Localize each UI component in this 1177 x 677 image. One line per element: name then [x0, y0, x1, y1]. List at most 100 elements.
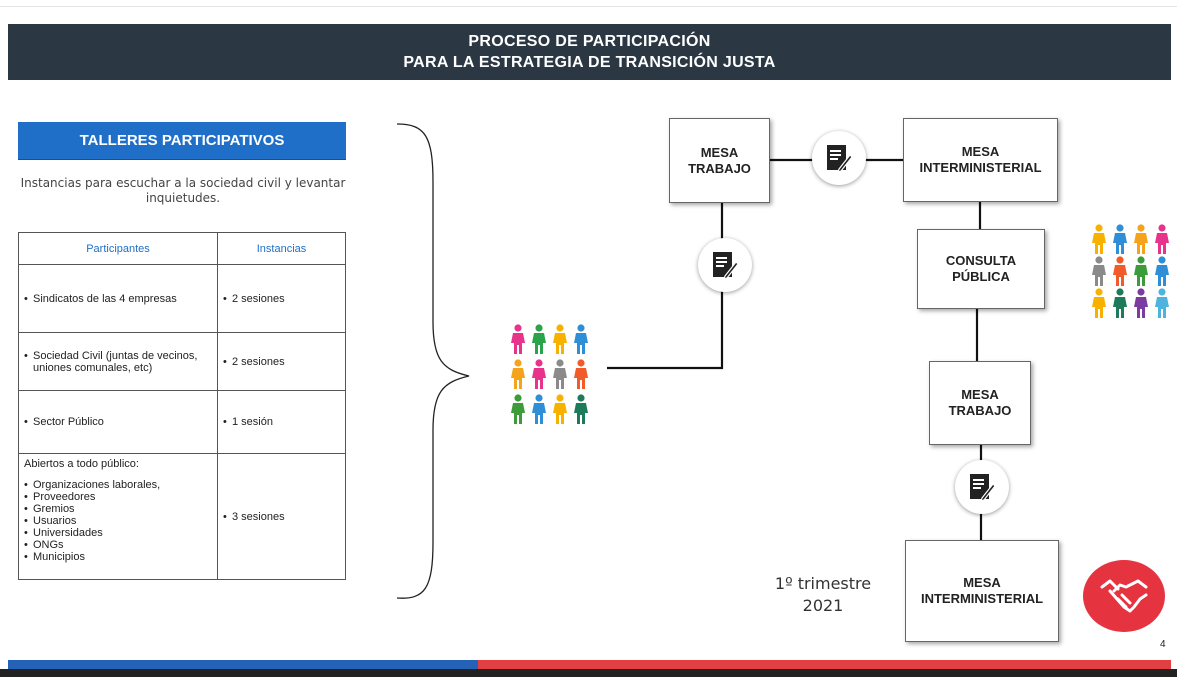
box-line: INTERMINISTERIAL [920, 591, 1044, 606]
curly-brace [396, 123, 470, 599]
person-figure [1155, 256, 1169, 286]
person-figure [1092, 256, 1106, 286]
box-line: TRABAJO [948, 403, 1012, 418]
bullet: • [24, 349, 28, 362]
participation-table: Participantes Instancias •Sindicatos de … [18, 232, 346, 580]
person-figure [1155, 288, 1169, 318]
document-edit-icon [970, 474, 996, 502]
table-row: • Sindicatos de las 4 empresas • 2 sesione… [18, 264, 346, 333]
list-item-label: Gremios [33, 503, 75, 515]
bullet: • [223, 416, 227, 428]
person-figure [574, 324, 588, 354]
bullet: • [223, 510, 227, 523]
document-circle [955, 460, 1009, 514]
box-line: TRABAJO [688, 160, 751, 176]
box-line: MESA [961, 387, 999, 402]
list-item-label: Proveedores [33, 491, 96, 503]
table-cell: •2 sesiones [217, 332, 346, 391]
list-item-label: Universidades [33, 527, 103, 539]
list-item: • Organizaciones laborales, [24, 479, 212, 491]
person-figure [1092, 288, 1106, 318]
person-figure [532, 359, 546, 389]
bullet: • [24, 292, 28, 305]
talleres-title: TALLERES PARTICIPATIVOS [18, 122, 346, 160]
instances-value: 2 sesiones [232, 292, 285, 305]
bullet: • [223, 355, 227, 368]
list-item-label: Organizaciones laborales, [33, 479, 161, 491]
participant-name: Sociedad Civil (juntas de vecinos, union… [33, 349, 198, 374]
person-figure [574, 394, 588, 424]
document-edit-icon [713, 252, 739, 280]
handshake-badge [1083, 560, 1165, 632]
table-cell: •Sector Público [18, 390, 218, 454]
person-figure [511, 394, 525, 424]
person-figure [553, 394, 567, 424]
footer-bar-red [478, 660, 1171, 669]
list-item: •Gremios [24, 503, 212, 515]
person-figure [532, 394, 546, 424]
table-cell: • Sociedad Civil (juntas de vecinos, unio… [18, 332, 218, 391]
document-edit-icon [827, 145, 853, 173]
table-cell: • Sindicatos de las 4 empresas [18, 264, 218, 333]
open-public-list: •Organizaciones laborales, •Proveedores … [24, 479, 212, 563]
table-row: Abiertos a todo público: • Organizaciones… [18, 453, 346, 580]
person-figure [574, 359, 588, 389]
bullet: • [24, 527, 28, 539]
page-number: 4 [1160, 639, 1166, 650]
bullet: • [24, 491, 28, 503]
person-figure [1134, 256, 1148, 286]
box-line: PÚBLICA [952, 269, 1010, 284]
handshake-icon [1100, 579, 1148, 613]
table-cell: Abiertos a todo público: • Organizaciones… [18, 453, 218, 580]
slide-title-line-1: PROCESO DE PARTICIPACIÓN [468, 33, 711, 50]
top-rule [0, 6, 1177, 7]
participant-name: Sector Público [33, 416, 104, 428]
list-item: • Universidades [24, 527, 212, 539]
person-figure [511, 324, 525, 354]
timing-line-1: 1º trimestre [774, 574, 872, 593]
table-cell: •3 sesiones [217, 453, 346, 580]
person-figure [1134, 288, 1148, 318]
box-line: MESA [963, 575, 1001, 590]
person-figure [1113, 288, 1127, 318]
talleres-intro: Instancias para escuchar a la sociedad c… [20, 176, 346, 205]
timing-label: 1º trimestre 2021 [760, 573, 886, 617]
participant-name: Sindicatos de las 4 empresas [33, 292, 177, 305]
bullet: • [24, 479, 28, 491]
person-figure [1113, 224, 1127, 254]
document-circle [698, 238, 752, 292]
list-item-label: ONGs [33, 539, 64, 551]
person-figure [1092, 224, 1106, 254]
table-row: • Sociedad Civil (juntas de vecinos, unio… [18, 332, 346, 391]
person-figure [553, 324, 567, 354]
box-line: INTERMINISTERIAL [919, 160, 1042, 175]
box-line: MESA [961, 144, 1000, 159]
list-item: • Municipios [24, 551, 212, 563]
bullet: • [24, 551, 28, 563]
open-public-intro: Abiertos a todo público: [24, 458, 139, 470]
bullet: • [24, 515, 28, 527]
column-header-participants: Participantes [18, 232, 218, 265]
person-figure [553, 359, 567, 389]
table-row: •Sector Público • 1 sesión [18, 390, 346, 454]
footer-bar-blue [8, 660, 478, 669]
instances-value: 1 sesión [232, 416, 273, 428]
document-circle [812, 131, 866, 185]
person-figure [1113, 256, 1127, 286]
box-line: MESA [700, 144, 739, 160]
slide-title-line-2: PARA LA ESTRATEGIA DE TRANSICIÓN JUSTA [403, 54, 776, 71]
list-item-label: Usuarios [33, 515, 77, 527]
people-group-icon [511, 324, 588, 424]
timing-line-2: 2021 [802, 596, 844, 615]
list-item: •ONGs [24, 539, 212, 551]
person-figure [1155, 224, 1169, 254]
person-figure [532, 324, 546, 354]
bullet: • [223, 292, 227, 305]
list-item: • Usuarios [24, 515, 212, 527]
list-item-label: Municipios [33, 551, 85, 563]
box-line: CONSULTA [945, 253, 1017, 268]
